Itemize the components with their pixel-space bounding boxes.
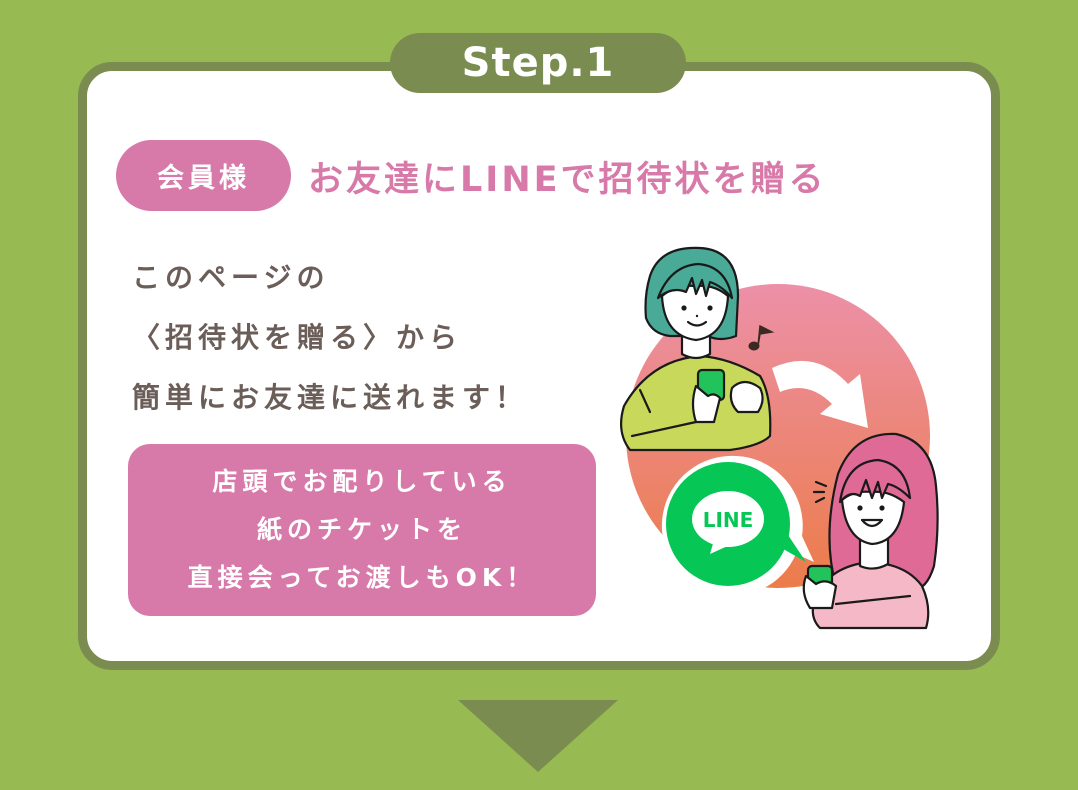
audience-badge: 会員様 <box>116 140 291 211</box>
line-logo-text: LINE <box>703 508 754 532</box>
next-step-arrow-icon <box>458 700 618 772</box>
line-logo-bubble: LINE <box>661 455 814 596</box>
note-line: 直接会ってお渡しもOK！ <box>187 563 537 592</box>
paper-ticket-note: 店頭でお配りしている 紙のチケットを 直接会ってお渡しもOK！ <box>128 444 596 616</box>
instruction-line: 〈招待状を贈る〉から <box>132 321 463 354</box>
woman-receiver <box>802 432 939 630</box>
note-line: 紙のチケットを <box>256 515 467 544</box>
note-line: 店頭でお配りしている <box>212 467 512 496</box>
instruction-text: このページの 〈招待状を贈る〉から 簡単にお友達に送れます！ <box>132 248 528 428</box>
woman-sender <box>619 246 772 452</box>
instruction-line: このページの <box>132 261 330 294</box>
line-invitation-illustration: LINE <box>619 246 939 630</box>
section-title: お友達にLINEで招待状を贈る <box>308 159 827 200</box>
curved-arrow-icon <box>772 360 868 428</box>
step-label: Step.1 <box>390 33 686 93</box>
music-note-icon <box>748 324 775 351</box>
instruction-line: 簡単にお友達に送れます！ <box>132 381 529 414</box>
